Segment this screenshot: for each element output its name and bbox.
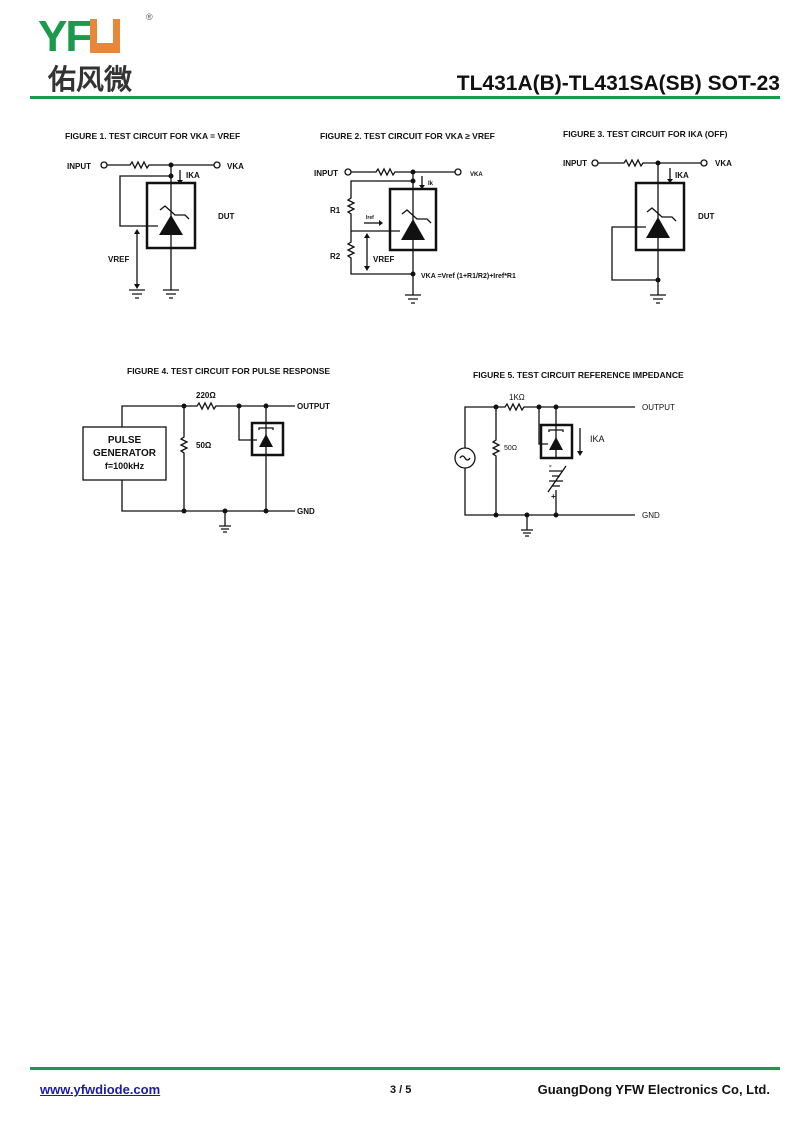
vka-terminal <box>213 161 221 169</box>
gnd-label: GND <box>642 511 660 520</box>
document-title: TL431A(B)-TL431SA(SB) SOT-23 <box>456 72 780 95</box>
input-label: INPUT <box>563 159 587 168</box>
footer-divider <box>30 1067 780 1070</box>
pulse-generator-box <box>82 426 167 481</box>
r1-label: R1 <box>330 206 341 215</box>
vref-label: VREF <box>108 255 129 264</box>
ground-icon <box>219 525 231 533</box>
zener-diode-icon <box>549 437 563 450</box>
figure-5-title: FIGURE 5. TEST CIRCUIT REFERENCE IMPEDAN… <box>473 370 684 380</box>
dut-label: DUT <box>218 212 235 221</box>
figure-3-title: FIGURE 3. TEST CIRCUIT FOR IKA (OFF) <box>563 129 728 139</box>
figure-5: FIGURE 5. TEST CIRCUIT REFERENCE IMPEDAN… <box>454 370 684 537</box>
ac-source-icon <box>454 447 476 469</box>
vref-label: VREF <box>373 255 394 264</box>
r-series-label: 220Ω <box>196 391 216 400</box>
output-label: OUTPUT <box>297 402 330 411</box>
generator-label: PULSE <box>108 435 142 446</box>
resistor <box>351 167 455 177</box>
zener-diode-icon <box>259 434 273 447</box>
logo-chinese: 佑风微 <box>48 63 133 96</box>
vka-label: VKA <box>227 162 244 171</box>
variable-battery-icon <box>547 465 567 493</box>
resistor <box>107 160 214 170</box>
ik-label: Ik <box>428 181 434 187</box>
circuit-diagrams: FIGURE 1. TEST CIRCUIT FOR VKA = VREF IN… <box>65 129 732 537</box>
resistor <box>598 158 701 168</box>
vka-label: VKA <box>715 159 732 168</box>
r2-label: R2 <box>330 252 341 261</box>
iref-label: Iref <box>366 215 374 221</box>
figure-4: FIGURE 4. TEST CIRCUIT FOR PULSE RESPONS… <box>82 366 330 533</box>
figure-4-title: FIGURE 4. TEST CIRCUIT FOR PULSE RESPONS… <box>127 366 330 376</box>
ika-label: IKA <box>186 171 200 180</box>
header-divider <box>30 96 780 99</box>
ground-icon <box>650 294 666 304</box>
formula: VKA =Vref (1+R1/R2)+Iref*R1 <box>421 273 516 280</box>
company-name: GuangDong YFW Electronics Co, Ltd. <box>537 1082 770 1097</box>
page-number: 3 / 5 <box>390 1084 412 1096</box>
r-shunt-label: 50Ω <box>504 445 517 452</box>
figure-1-title: FIGURE 1. TEST CIRCUIT FOR VKA = VREF <box>65 131 240 141</box>
logo: YF ® 佑风微 <box>38 12 158 96</box>
logo-text: YF <box>38 12 121 62</box>
plus-label: + <box>551 492 556 501</box>
generator-label: GENERATOR <box>93 448 157 459</box>
input-label: INPUT <box>67 162 91 171</box>
ground-icon <box>129 289 179 299</box>
ground-icon <box>405 294 421 304</box>
figure-3: FIGURE 3. TEST CIRCUIT FOR IKA (OFF) INP… <box>563 129 732 304</box>
r-series-label: 1KΩ <box>509 393 525 402</box>
frequency-label: f=100kHz <box>105 461 145 471</box>
input-terminal <box>100 161 108 169</box>
ika-label: IKA <box>590 434 605 444</box>
figure-2-title: FIGURE 2. TEST CIRCUIT FOR VKA ≥ VREF <box>320 131 495 141</box>
zener-diode-icon <box>646 217 670 238</box>
dut-box <box>145 181 197 250</box>
zener-diode-icon <box>159 215 183 235</box>
r-shunt-label: 50Ω <box>196 441 212 450</box>
minus-label: - <box>549 461 552 470</box>
ground-icon <box>521 529 533 537</box>
zener-diode-icon <box>401 219 425 240</box>
website-link[interactable]: www.yfwdiode.com <box>40 1082 161 1097</box>
vka-label: VKA <box>470 172 483 178</box>
dut-label: DUT <box>698 212 715 221</box>
figure-1: FIGURE 1. TEST CIRCUIT FOR VKA = VREF IN… <box>65 131 244 299</box>
ika-label: IKA <box>675 171 689 180</box>
gnd-label: GND <box>297 507 315 516</box>
figure-2: FIGURE 2. TEST CIRCUIT FOR VKA ≥ VREF IN… <box>314 131 516 304</box>
registered-mark: ® <box>146 12 153 22</box>
output-label: OUTPUT <box>642 403 675 412</box>
input-label: INPUT <box>314 169 338 178</box>
